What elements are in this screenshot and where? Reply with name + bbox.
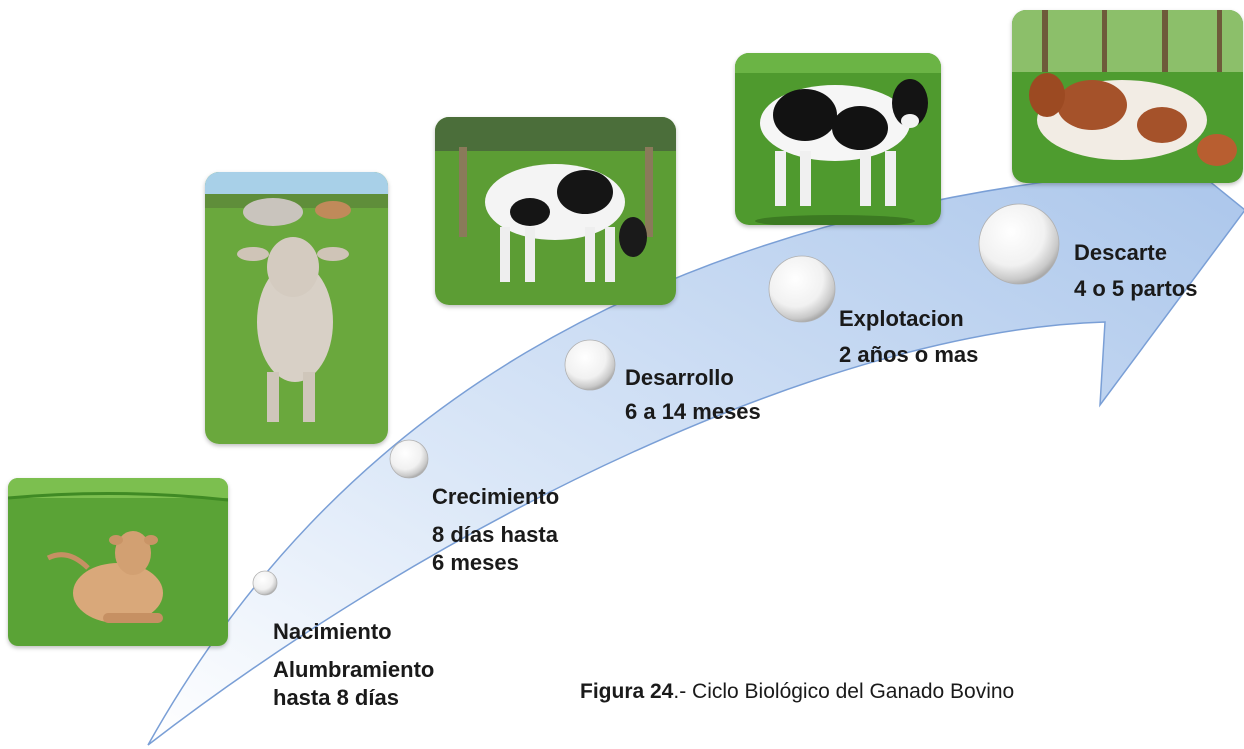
milestone-sphere-5 — [978, 203, 1060, 285]
stage-detail: 2 años o mas — [839, 342, 979, 367]
photo-heifer-grazing — [435, 117, 676, 305]
stage-detail: 6 meses — [432, 550, 519, 575]
stage-title: Desarrollo — [625, 365, 734, 390]
photo-calf-lying — [8, 478, 228, 646]
milestone-sphere-2 — [389, 439, 429, 479]
stage-title: Descarte — [1074, 240, 1167, 265]
stage-detail: 4 o 5 partos — [1074, 276, 1198, 301]
photo-cow-lying — [1012, 10, 1243, 183]
figure-caption-text: .- Ciclo Biológico del Ganado Bovino — [673, 680, 1015, 703]
stage-label-nacimiento: Nacimiento Alumbramiento hasta 8 días — [273, 618, 434, 712]
stage-title: Explotacion — [839, 306, 964, 331]
figure-caption: Figura 24.- Ciclo Biológico del Ganado B… — [580, 680, 1014, 704]
milestone-sphere-3 — [564, 339, 616, 391]
stage-detail: hasta 8 días — [273, 685, 399, 710]
stage-title: Nacimiento — [273, 619, 392, 644]
stage-detail: Alumbramiento — [273, 657, 435, 682]
stage-label-explotacion: Explotacion 2 años o mas — [839, 305, 978, 369]
stage-label-descarte: Descarte 4 o 5 partos — [1074, 239, 1197, 303]
milestone-sphere-1 — [252, 570, 278, 596]
photo-cow-standing — [735, 53, 941, 225]
stage-detail: 6 a 14 meses — [625, 399, 761, 424]
stage-label-crecimiento: Crecimiento 8 días hasta 6 meses — [432, 483, 559, 577]
stage-detail: 8 días hasta — [432, 522, 558, 547]
photo-calf-standing — [205, 172, 388, 444]
milestone-sphere-4 — [768, 255, 836, 323]
stage-title: Crecimiento — [432, 484, 560, 509]
figure-number: Figura 24 — [580, 680, 674, 703]
stage-label-desarrollo: Desarrollo 6 a 14 meses — [625, 364, 761, 426]
